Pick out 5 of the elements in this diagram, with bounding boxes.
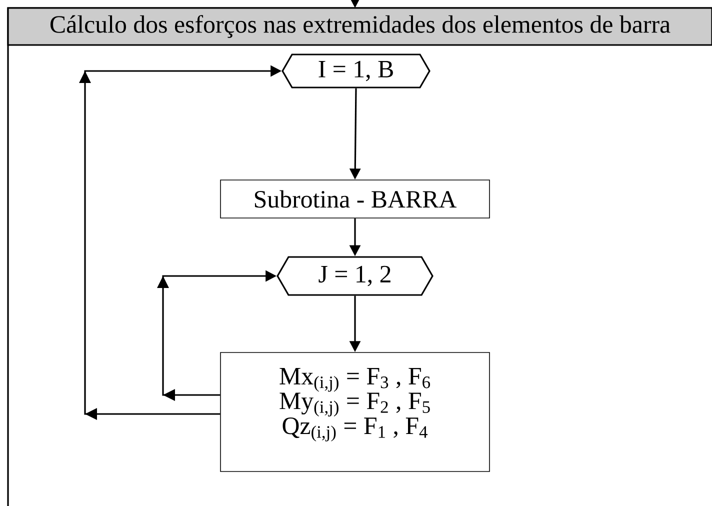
header-band: Cálculo dos esforços nas extremidades dos elementos de barra [7, 7, 712, 46]
process-box: Subrotina - BARRA [220, 180, 490, 218]
hexagon-box: J = 1, 2 [276, 256, 434, 296]
hexagon-box: I = 1, B [282, 54, 430, 88]
process-box: Mx$_{(i,j)}$ = F$_{3}$ , F$_{6}$ My$_{(i,j)}$ = F$_{2}$ , F$_{5}$ Qz$_{(i,j)}$ = F$_{1}$ , F$_{4}$ [220, 352, 490, 472]
